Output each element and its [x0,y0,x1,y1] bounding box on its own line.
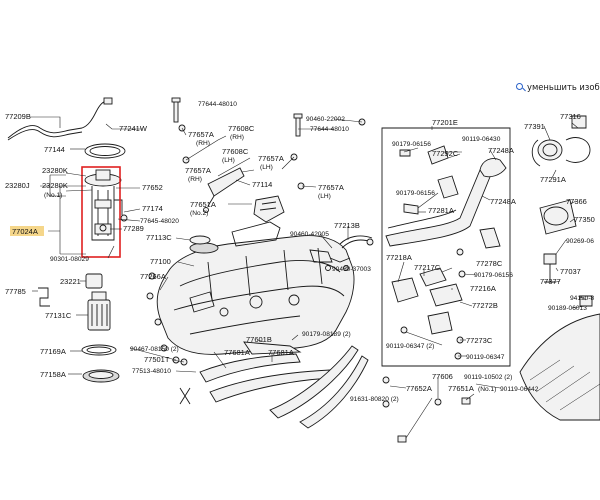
part-label: (LH) [318,193,331,200]
part-label[interactable]: 77350 [574,215,595,224]
part-label[interactable]: 90467-08150 (2) [130,346,179,353]
part-label[interactable]: 77608C [228,124,255,133]
part-label[interactable]: 77657A [318,183,344,192]
part-label[interactable]: 77201E [432,118,458,127]
part-label[interactable]: 77366 [566,197,587,206]
part-label: (No.1) [478,386,496,393]
part-label[interactable]: 90460-22002 [306,116,345,123]
part-label[interactable]: 90269-06 [566,238,594,245]
part-label[interactable]: 77217C [414,263,441,272]
fuel-pump-assembly [7,97,128,383]
part-label[interactable]: 77144 [44,145,65,154]
zoom-out-icon [516,82,526,92]
part-label[interactable]: 77657A [188,130,214,139]
part-label[interactable]: 90179-06156 [396,190,435,197]
part-label: (No.2) [190,210,208,217]
part-label[interactable]: 77644-48010 [198,101,237,108]
part-label[interactable]: 90460-42005 [290,231,329,238]
part-label: (LH) [260,164,273,171]
leader-lines [30,116,587,439]
part-label[interactable]: 77266A [140,272,166,281]
part-label[interactable]: 77681A [268,348,294,357]
part-label[interactable]: 23280K [42,181,68,190]
part-label[interactable]: 23221 [60,277,81,286]
part-label[interactable]: 90460-37003 [332,266,371,273]
part-label[interactable]: 77113C [146,233,172,242]
part-label[interactable]: 77281A [428,206,454,215]
part-label[interactable]: 90301-08029 [50,256,89,263]
part-label[interactable]: 77501T [144,355,170,364]
part-label[interactable]: 77278C [476,259,503,268]
part-label[interactable]: 77681A [224,348,250,357]
part-label[interactable]: 90179-06156 [392,141,431,148]
part-label[interactable]: 77209B [5,112,31,121]
part-label[interactable]: 90179-08189 (2) [302,331,351,338]
part-label[interactable]: 77652A [406,384,432,393]
part-label[interactable]: 90179-06156 [474,272,513,279]
part-label[interactable]: 77289 [123,224,144,233]
part-label[interactable]: 90189-06013 [548,305,587,312]
part-label[interactable]: 77391 [524,122,545,131]
part-label[interactable]: 94150-8 [570,295,595,302]
part-label[interactable]: 90119-10502 (2) [464,374,512,381]
part-label[interactable]: 77645-48020 [140,218,179,225]
zoom-out-link[interactable]: уменьшить изображен [516,80,600,94]
part-label[interactable]: 77114 [252,180,272,189]
part-label[interactable]: 77651A [448,384,474,393]
part-label[interactable]: 77652 [142,183,163,192]
part-label[interactable]: 77213B [334,221,360,230]
part-labels: 77209B 77241W 77144 23280K 23280K 23280J… [5,101,595,403]
part-label[interactable]: 77100 [150,257,171,266]
part-label[interactable]: 77216A [470,284,496,293]
part-label[interactable]: 90119-06430 [462,136,501,143]
part-label[interactable]: 77785 [5,287,26,296]
filler-pipe-group [381,115,600,421]
part-label[interactable]: 77037 [560,267,581,276]
part-label[interactable]: 23280J [5,181,30,190]
part-label[interactable]: 90119-06347 [466,354,505,361]
part-label[interactable]: 77657A [185,166,211,175]
part-label[interactable]: 77218A [386,253,412,262]
part-label[interactable]: 77316 [560,112,581,121]
part-label-highlighted[interactable]: 77024A [12,227,38,236]
part-label[interactable]: 91631-80820 (2) [350,396,399,403]
part-label[interactable]: 77158A [40,370,66,379]
part-label[interactable]: 77608C [222,147,249,156]
part-label[interactable]: 77131C [45,311,72,320]
part-label[interactable]: 77241W [119,124,148,133]
part-label[interactable]: 77513-48010 [132,368,171,375]
part-label: (RH) [188,176,202,183]
part-label: (LH) [222,157,235,164]
part-label: (RH) [196,140,210,147]
part-label[interactable]: 77273C [466,336,493,345]
part-label: (RH) [230,134,244,141]
fuel-tank [146,97,471,443]
part-label[interactable]: 77272B [472,301,498,310]
part-label[interactable]: 77292C [432,149,459,158]
part-label[interactable]: 77291A [540,175,566,184]
part-label[interactable]: 77644-48010 [310,126,349,133]
highlight-frame [81,166,121,258]
part-label[interactable]: 90119-06442 [500,386,539,393]
part-label[interactable]: 77601B [246,335,272,344]
highlight-label-bg [10,226,44,236]
part-label: (No.1) [44,192,62,199]
part-label[interactable]: 23280K [42,166,68,175]
part-label[interactable]: 77651A [190,200,216,209]
part-label[interactable]: 77174 [142,204,163,213]
part-label[interactable]: 77248A [490,197,516,206]
part-label[interactable]: 77657A [258,154,284,163]
part-label[interactable]: 77606 [432,372,453,381]
zoom-out-label: уменьшить изображен [527,82,600,92]
part-label[interactable]: 90119-06347 (2) [386,343,434,350]
part-label[interactable]: 77377 [540,277,561,286]
part-label[interactable]: 77169A [40,347,66,356]
part-label[interactable]: 77248A [488,146,514,155]
